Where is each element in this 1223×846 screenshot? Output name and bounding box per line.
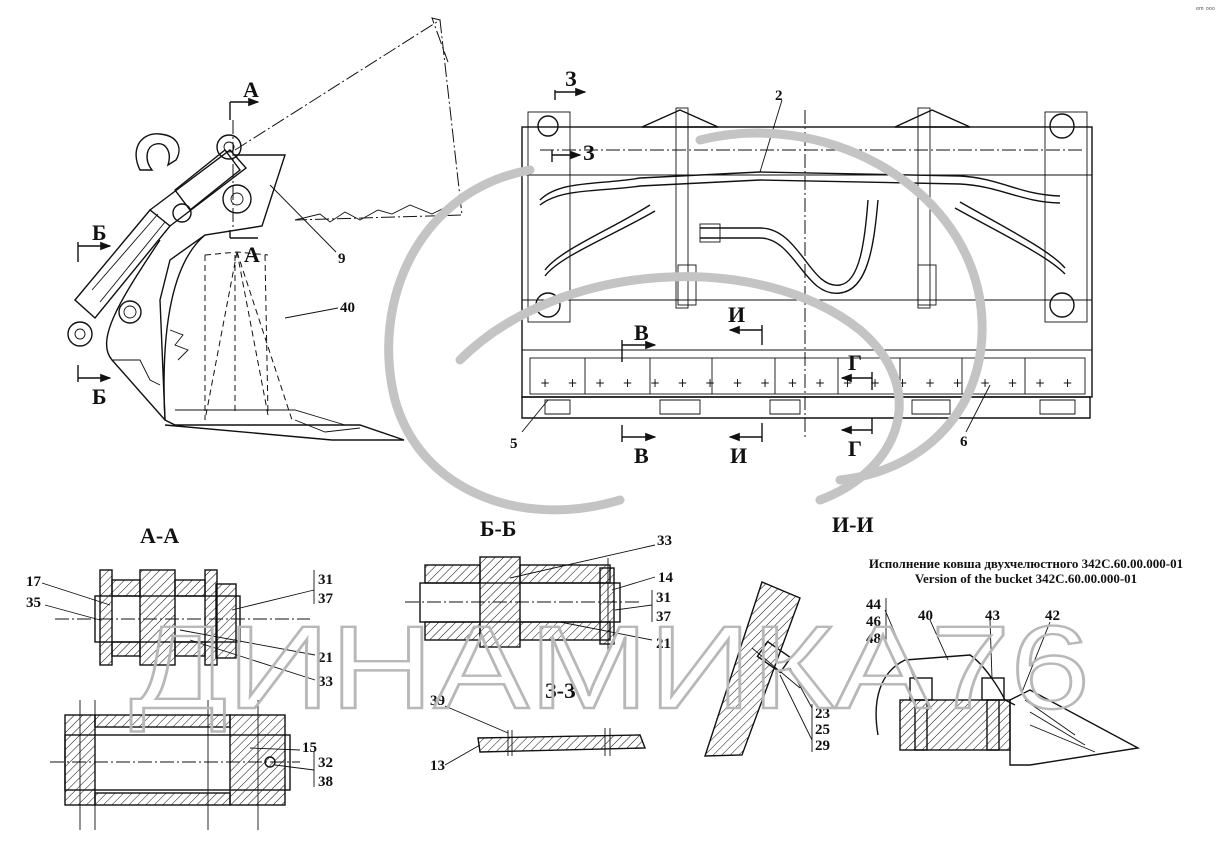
bolt-mark: + xyxy=(705,376,715,390)
pin-upper xyxy=(216,134,242,160)
bolt-mark: + xyxy=(1008,376,1018,390)
bolt-mark: + xyxy=(623,376,633,390)
part-2: 2 xyxy=(775,88,783,104)
part-14: 14 xyxy=(658,570,674,586)
corner-mark: ᵉᵐ ᵒᵒᵒ xyxy=(1196,5,1215,14)
section-title-ii: И-И xyxy=(832,512,874,537)
cut-z-mid: З xyxy=(583,140,595,165)
watermark-text: ДИНАМИКА76 xyxy=(130,602,1090,734)
bolt-mark: + xyxy=(898,376,908,390)
part-32: 32 xyxy=(318,755,333,771)
part-40-ii: 40 xyxy=(918,608,933,624)
bolt-mark: + xyxy=(568,376,578,390)
bolt-mark: + xyxy=(595,376,605,390)
part-29: 29 xyxy=(815,738,830,754)
section-bb: Б-Б 33 14 31 37 21 xyxy=(405,516,674,652)
part-37-aa: 37 xyxy=(318,591,334,607)
bolt-mark: + xyxy=(815,376,825,390)
part-6: 6 xyxy=(960,434,968,450)
bucket-body xyxy=(159,154,405,441)
part-23: 23 xyxy=(815,706,830,722)
part-15: 15 xyxy=(302,740,317,756)
caption-en: Version of the bucket 342С.60.00.000-01 xyxy=(915,571,1137,586)
bolt-mark: + xyxy=(953,376,963,390)
part-31-aa: 31 xyxy=(318,572,333,588)
part-33-aa: 33 xyxy=(318,674,333,690)
pin-lower xyxy=(67,321,93,347)
cut-b-top: Б xyxy=(92,220,107,245)
part-21-bb: 21 xyxy=(656,636,671,652)
bolt-mark: + xyxy=(980,376,990,390)
cut-a-bottom: А xyxy=(244,242,260,267)
bolt-mark: + xyxy=(870,376,880,390)
part-44: 44 xyxy=(866,597,882,613)
cut-g-bottom: Г xyxy=(848,436,862,461)
hook xyxy=(135,133,180,171)
part-13: 13 xyxy=(430,758,445,774)
bolt-mark: + xyxy=(733,376,743,390)
boom-outline xyxy=(234,19,463,221)
cut-v-top: В xyxy=(634,320,649,345)
section-aa: А-А 17 35 31 37 21 33 xyxy=(26,523,334,830)
bolt-mark: + xyxy=(1035,376,1045,390)
pin-middle xyxy=(222,184,252,214)
cut-v-bottom: В xyxy=(634,443,649,468)
cylinder xyxy=(74,209,171,320)
part-9: 9 xyxy=(338,251,346,267)
cut-b-bottom: Б xyxy=(92,384,107,409)
bolt-mark: + xyxy=(925,376,935,390)
part-46: 46 xyxy=(866,614,882,630)
section-ii: И-И 23 25 29 Исполнение ковша двухчелюст… xyxy=(704,512,1183,766)
bolt-mark: + xyxy=(650,376,660,390)
section-zz: З-З 39 13 xyxy=(430,678,647,774)
bolt-mark: + xyxy=(760,376,770,390)
cut-i-top: И xyxy=(728,302,745,327)
part-39: 39 xyxy=(430,693,445,709)
part-48: 48 xyxy=(866,631,881,647)
part-31-bb: 31 xyxy=(656,590,671,606)
cut-z-top: З xyxy=(565,66,577,91)
watermark-swirl xyxy=(384,128,987,515)
section-title-bb: Б-Б xyxy=(480,516,516,541)
part-5: 5 xyxy=(510,436,518,452)
cut-i-bottom: И xyxy=(730,443,747,468)
part-21-aa: 21 xyxy=(318,650,333,666)
part-35: 35 xyxy=(26,595,41,611)
part-42: 42 xyxy=(1045,608,1060,624)
part-17: 17 xyxy=(26,574,42,590)
watermark: ДИНАМИКА76 xyxy=(129,128,1091,735)
part-37-bb: 37 xyxy=(656,609,672,625)
bolt-row: ++++++++++++++++++++ xyxy=(540,376,1073,390)
front-view: ++++++++++++++++++++ З З В В xyxy=(510,66,1093,468)
bolt-mark: + xyxy=(540,376,550,390)
part-38: 38 xyxy=(318,774,333,790)
cut-a-top: А xyxy=(243,77,259,102)
part-25: 25 xyxy=(815,722,830,738)
part-43: 43 xyxy=(985,608,1000,624)
section-title-aa: А-А xyxy=(140,523,179,548)
section-title-zz: З-З xyxy=(545,678,576,703)
bolt-mark: + xyxy=(788,376,798,390)
part-40: 40 xyxy=(340,300,355,316)
bolt-mark: + xyxy=(678,376,688,390)
bolt-mark: + xyxy=(1063,376,1073,390)
part-33-bb: 33 xyxy=(657,533,672,549)
cut-g-top: Г xyxy=(848,350,862,375)
side-view: А А Б Б 9 40 xyxy=(67,17,463,441)
caption-ru: Исполнение ковша двухчелюстного 342С.60.… xyxy=(869,556,1183,571)
